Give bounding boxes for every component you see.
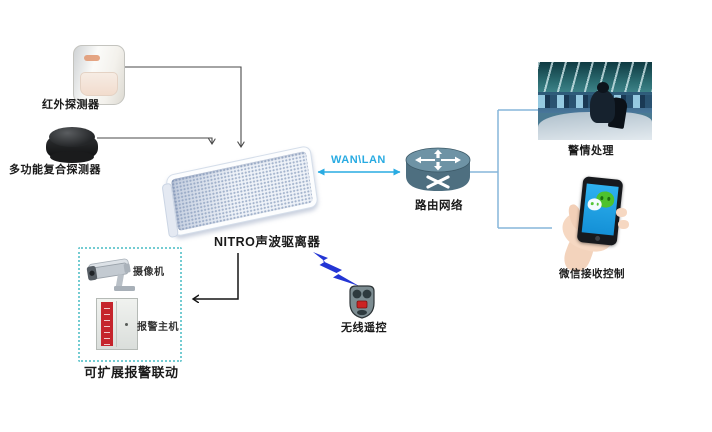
router-icon (404, 146, 472, 198)
wire-router-branches (470, 109, 552, 229)
phone-screen (581, 183, 619, 236)
nitro-label: NITRO声波驱离器 (214, 235, 321, 249)
alarm-host-icon (96, 298, 138, 350)
multi-detector-label: 多功能复合探测器 (9, 164, 101, 176)
pir-window (84, 55, 100, 61)
wire-nitro-to-linkage (193, 253, 239, 299)
camera-label: 摄像机 (133, 267, 165, 278)
remote-label: 无线遥控 (341, 322, 387, 334)
cctv-camera-icon (84, 254, 140, 298)
pir-lens (80, 72, 118, 96)
pir-detector-label: 红外探测器 (42, 99, 100, 111)
wire-multi-to-nitro (97, 137, 212, 144)
ceiling-lights (538, 62, 652, 92)
wan-lan-label: WAN\LAN (331, 154, 386, 166)
remote-fob-icon (346, 284, 378, 320)
wire-pir-to-nitro (124, 66, 241, 147)
lightning-icon (311, 250, 361, 288)
linkage-dashed-box (78, 247, 182, 362)
router-label: 路由网络 (415, 200, 463, 212)
alarm-host-stripe (101, 302, 113, 346)
pir-detector-icon (73, 45, 125, 105)
alarm-host-label: 报警主机 (137, 322, 179, 333)
control-room-photo (538, 62, 652, 140)
wechat-phone-icon (550, 176, 650, 276)
linkage-box-label: 可扩展报警联动 (84, 365, 179, 380)
wechat-phone-label: 微信接收控制 (559, 268, 625, 280)
control-room-label: 警情处理 (568, 145, 614, 157)
operator-silhouette (590, 82, 615, 123)
multi-detector-icon (46, 127, 98, 164)
